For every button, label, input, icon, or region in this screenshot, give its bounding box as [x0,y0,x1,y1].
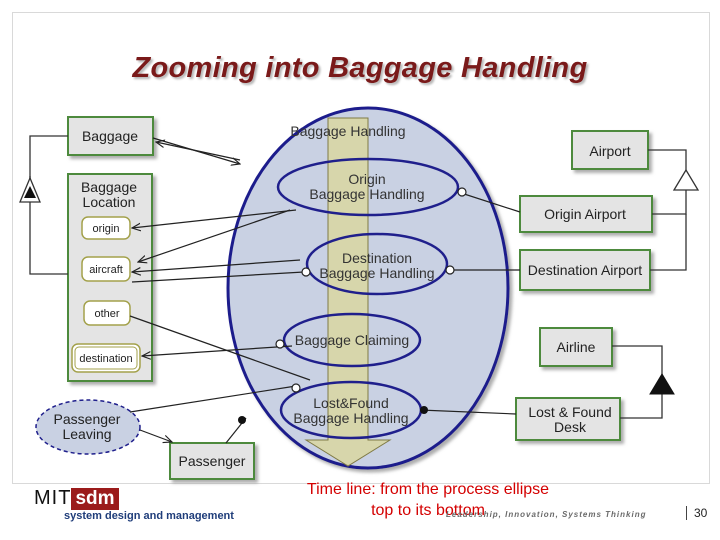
aggregation-links-left [29,135,68,275]
state-origin [81,216,131,240]
lost-found-desk-label-1: Lost & Found [528,404,611,420]
airline-object [539,327,613,367]
state-origin-label: origin [93,223,120,235]
page-number: 30 [686,506,707,520]
airline-label: Airline [557,339,596,355]
baggage-handling-label: Baggage Handling [290,123,405,139]
aggregation-triangle-airline [649,373,675,395]
passenger-leaving-process [35,399,141,455]
slide-title: Zooming into Baggage Handling [132,52,588,84]
lost-found-desk-label-2: Desk [554,419,587,435]
baggage-claiming-process [282,312,422,368]
lostfound-process-label-2: Baggage Handling [293,410,408,426]
state-destination [71,343,141,373]
destination-airport-label: Destination Airport [528,262,643,278]
lost-found-desk-object [515,397,621,441]
origin-airport-object [519,195,653,233]
baggage-label: Baggage [82,128,138,144]
destination-baggage-handling-process [305,232,449,296]
origin-airport-label: Origin Airport [544,206,626,222]
claiming-process-label: Baggage Claiming [295,332,409,348]
baggage-location-label-1: Baggage [81,179,137,195]
origin-baggage-handling-process [276,157,460,217]
airport-object [571,130,649,170]
destination-process-label-1: Destination [342,250,412,266]
logo-subtitle: system design and management [64,510,234,522]
footer-tagline: Leadership, Innovation, Systems Thinking [446,510,647,519]
passenger-leaving-label-1: Passenger [54,411,121,427]
state-destination-inner [74,346,138,370]
logo-sdm-text: sdm [71,488,119,510]
origin-process-label-1: Origin [348,171,385,187]
origin-process-label-2: Baggage Handling [309,186,424,202]
link-endpoints [238,187,467,424]
specialization-triangle-right [672,168,700,191]
state-aircraft [81,256,131,282]
aggregation-links-airline [612,345,663,419]
lostfound-process-label-1: Lost&Found [313,395,389,411]
state-other-label: other [94,308,119,320]
passenger-label: Passenger [179,453,246,469]
destination-process-label-2: Baggage Handling [319,265,434,281]
passenger-leaving-label-2: Leaving [62,426,111,442]
airport-label: Airport [589,143,630,159]
specialization-links-right [648,149,687,271]
procedural-links [129,137,521,444]
baggage-location-label-2: Location [83,194,136,210]
passenger-object [169,442,255,480]
state-destination-label: destination [79,353,132,365]
logo-mit-text: MIT [34,487,72,509]
state-other [83,300,131,326]
aggregation-triangle-left-inner [24,186,36,198]
timeline-caption: Time line: from the process ellipse top … [306,481,550,519]
state-aircraft-label: aircraft [89,264,123,276]
